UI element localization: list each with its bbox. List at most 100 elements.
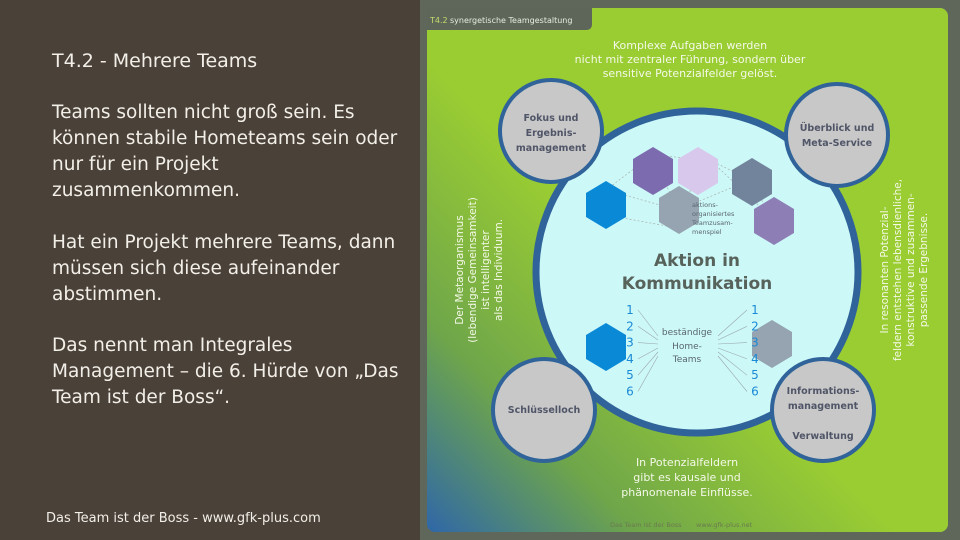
team-number: 1 bbox=[751, 303, 759, 317]
line: passende Ergebnisse. bbox=[918, 213, 930, 328]
right-vertical-text: In resonanten Potenzial- feldern entsteh… bbox=[879, 179, 930, 361]
line: ist intelligenter bbox=[480, 230, 492, 310]
paragraph-teams: Teams sollten nicht groß sein. Es können … bbox=[52, 100, 402, 204]
team-diagram: T4.2 synergetische Teamgestaltung Komple… bbox=[427, 8, 948, 532]
team-number: 2 bbox=[751, 319, 759, 333]
paragraph-projects: Hat ein Projekt mehrere Teams, dann müsse… bbox=[52, 230, 402, 308]
team-number: 4 bbox=[751, 352, 759, 366]
ray-line bbox=[637, 326, 659, 341]
line: beständige bbox=[662, 328, 713, 338]
team-number: 5 bbox=[626, 368, 634, 382]
team-number: 5 bbox=[751, 368, 759, 382]
slide-title: T4.2 - Mehrere Teams bbox=[52, 50, 258, 72]
team-number: 6 bbox=[626, 385, 634, 399]
line: Kommunikation bbox=[622, 274, 773, 294]
circle-fokus: Fokus und Ergebnis- management bbox=[498, 78, 604, 184]
hexagon bbox=[752, 320, 792, 368]
line: Komplexe Aufgaben werden bbox=[613, 39, 767, 52]
hexagon bbox=[732, 158, 772, 206]
card-footer-left: Das Team ist der Boss bbox=[610, 521, 682, 529]
team-numbers: 1 1 2 2 3 3 4 4 5 5 6 6 bbox=[626, 303, 759, 399]
line: als das Individuum. bbox=[493, 219, 505, 321]
line: Überblick und bbox=[800, 123, 875, 134]
line: abstimmen. bbox=[52, 284, 163, 305]
ray-line bbox=[717, 347, 748, 360]
hexagon bbox=[633, 147, 673, 195]
ray-line bbox=[717, 309, 748, 337]
line: Teams bbox=[672, 355, 702, 365]
ray-line bbox=[637, 309, 659, 337]
hexagon bbox=[586, 181, 626, 229]
ray-line bbox=[717, 342, 748, 345]
line: nicht mit zentraler Führung, sondern übe… bbox=[575, 53, 806, 66]
line: zusammenkommen. bbox=[52, 180, 240, 201]
tab-title: synergetische Teamgestaltung bbox=[450, 16, 572, 25]
line: Team ist der Boss“. bbox=[52, 387, 231, 408]
line: gibt es kausale und bbox=[633, 471, 740, 484]
line: phänomenale Einflüsse. bbox=[621, 486, 753, 499]
center-title: Aktion in Kommunikation bbox=[622, 251, 773, 294]
line: nur für ein Projekt bbox=[52, 154, 219, 175]
line: Verwaltung bbox=[792, 431, 853, 442]
line: Informations- bbox=[787, 386, 860, 397]
line: können stabile Hometeams sein oder bbox=[52, 128, 398, 149]
line: Fokus und bbox=[523, 113, 578, 124]
ray-line bbox=[637, 351, 659, 376]
line: In Potenzialfeldern bbox=[636, 456, 738, 469]
team-number: 2 bbox=[626, 319, 634, 333]
line: sensitive Potenzialfelder gelöst. bbox=[603, 67, 778, 80]
top-text: Komplexe Aufgaben werden nicht mit zentr… bbox=[575, 39, 806, 80]
slide-text-panel: T4.2 - Mehrere Teams Teams sollten nicht… bbox=[0, 0, 420, 540]
line: Der Metaorganismus bbox=[454, 215, 466, 324]
line: organisiertes bbox=[692, 210, 735, 218]
team-number: 1 bbox=[626, 303, 634, 317]
hex-label: aktions- organisiertes Teamzusam- menspi… bbox=[691, 201, 735, 236]
slide-footer: Das Team ist der Boss - www.gfk-plus.com bbox=[46, 511, 321, 526]
line: müssen sich diese aufeinander bbox=[52, 258, 340, 279]
ray-line bbox=[637, 355, 659, 392]
team-number: 3 bbox=[626, 336, 634, 350]
number-rays bbox=[637, 309, 748, 392]
hexagon bbox=[754, 197, 794, 245]
line: In resonanten Potenzial- bbox=[879, 206, 891, 333]
circle-ueberblick: Überblick und Meta-Service bbox=[784, 82, 890, 188]
line: Teams sollten nicht groß sein. Es bbox=[52, 102, 355, 123]
line: Aktion in bbox=[654, 251, 740, 271]
ray-line bbox=[717, 355, 748, 392]
line: management bbox=[788, 401, 859, 412]
line: konstruktive und zusammen- bbox=[905, 193, 917, 346]
line: Management – die 6. Hürde von „Das bbox=[52, 361, 399, 382]
ray-line bbox=[717, 351, 748, 376]
team-number: 6 bbox=[751, 385, 759, 399]
home-teams-label: beständige Home- Teams bbox=[662, 328, 713, 365]
line: Home- bbox=[672, 342, 702, 352]
bottom-text: In Potenzialfeldern gibt es kausale und … bbox=[621, 456, 753, 499]
line: (lebendige Gemeinsamkeit) bbox=[467, 197, 479, 343]
team-number: 3 bbox=[751, 336, 759, 350]
ray-line bbox=[637, 342, 659, 345]
line: feldern entstehen lebensdienliche, bbox=[892, 179, 904, 361]
line: management bbox=[516, 143, 587, 154]
line: Meta-Service bbox=[802, 138, 872, 149]
hexagon bbox=[678, 147, 718, 195]
hexagons bbox=[586, 147, 794, 371]
line: Schlüsselloch bbox=[508, 405, 581, 416]
circle-information: Informations- management Verwaltung bbox=[770, 357, 876, 463]
team-number: 4 bbox=[626, 352, 634, 366]
hexagon bbox=[586, 323, 626, 371]
left-vertical-text: Der Metaorganismus (lebendige Gemeinsamk… bbox=[454, 197, 505, 343]
ray-line bbox=[717, 326, 748, 341]
line: aktions- bbox=[692, 201, 719, 209]
line: Ergebnis- bbox=[526, 128, 577, 139]
ray-line bbox=[637, 347, 659, 360]
line: Das nennt man Integrales bbox=[52, 335, 293, 356]
header-tab bbox=[427, 8, 592, 30]
line: menspiel bbox=[692, 228, 722, 236]
hexagon bbox=[659, 186, 699, 234]
tab-number: T4.2 bbox=[429, 16, 448, 25]
circle-schluesselloch: Schlüsselloch bbox=[491, 357, 597, 463]
line: Teamzusam- bbox=[691, 219, 733, 227]
card-footer-right: www.gfk-plus.net bbox=[696, 521, 753, 529]
line: Hat ein Projekt mehrere Teams, dann bbox=[52, 232, 396, 253]
